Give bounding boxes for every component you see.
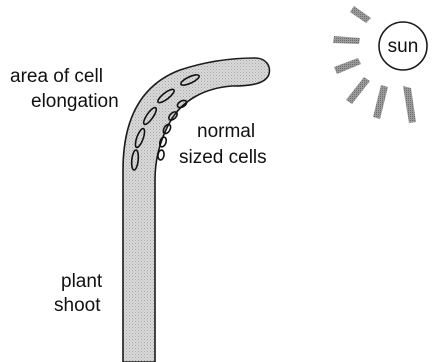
sun-label: sun: [388, 36, 419, 57]
normal-cells-label-line2: sized cells: [179, 147, 267, 168]
elongation-label-line2: elongation: [31, 91, 119, 112]
cell-icon: [157, 150, 164, 161]
elongation-label-line1: area of cell: [10, 66, 103, 87]
sun-ray: [333, 36, 360, 44]
sun-ray: [334, 58, 361, 74]
plant-shoot-icon: [123, 58, 269, 362]
sun-ray: [350, 6, 371, 23]
sun-ray: [346, 77, 370, 104]
sun-ray: [403, 86, 416, 123]
sun-icon: [333, 6, 427, 123]
plant-shoot-label-line2: shoot: [54, 295, 101, 316]
plant-shoot-label-line1: plant: [61, 271, 103, 292]
normal-cells-label-line1: normal: [197, 121, 255, 142]
sun-ray: [373, 85, 388, 119]
plant-shoot-body: [123, 58, 269, 362]
